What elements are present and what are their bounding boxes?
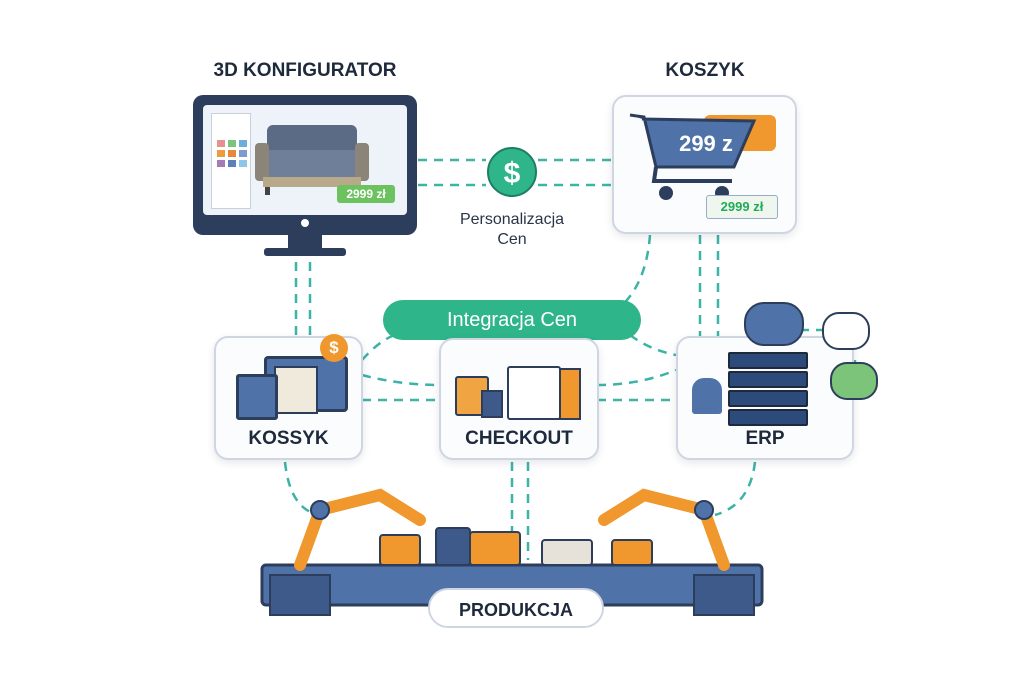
robot-base-left bbox=[269, 574, 331, 616]
connector-cart-to-erp bbox=[698, 235, 720, 336]
connector-cart-to-integration bbox=[599, 234, 652, 322]
connector-checkout-to-erp bbox=[596, 333, 677, 402]
checkout-card: CHECKOUT bbox=[439, 338, 599, 460]
configurator-price-tag: 2999 zł bbox=[337, 185, 395, 203]
monitor-stand bbox=[288, 235, 322, 249]
checkout-label: CHECKOUT bbox=[465, 428, 573, 449]
power-led bbox=[301, 219, 309, 227]
cart-price-tag: 2999 zł bbox=[706, 195, 778, 219]
package bbox=[611, 539, 653, 566]
package bbox=[541, 539, 593, 566]
shopping-bag-icon bbox=[507, 366, 561, 420]
monitor-icon: 2999 zł bbox=[193, 95, 417, 235]
monitor-base bbox=[264, 248, 346, 256]
luggage-icon bbox=[481, 390, 503, 418]
cart-card: 299 z 2999 zł bbox=[612, 95, 797, 234]
configurator-title: 3D KONFIGURATOR bbox=[213, 60, 397, 81]
package bbox=[379, 534, 421, 566]
connector-kossyk-to-production bbox=[283, 461, 321, 517]
monitor-screen: 2999 zł bbox=[203, 105, 407, 215]
options-panel bbox=[211, 113, 251, 209]
settings-cloud-icon bbox=[822, 312, 870, 350]
basket-icon bbox=[236, 374, 278, 420]
green-cloud-icon bbox=[830, 362, 878, 400]
server-rack-icon bbox=[728, 352, 808, 426]
plant-icon bbox=[692, 378, 722, 414]
connector-config-to-kossyk bbox=[294, 262, 312, 336]
shopping-cart-icon bbox=[629, 113, 757, 200]
erp-label: ERP bbox=[745, 428, 785, 449]
dollar-icon: $ bbox=[487, 147, 537, 197]
personalization-label-line2: Cen bbox=[497, 231, 527, 248]
personalization-label-line1: Personalizacja bbox=[459, 211, 565, 228]
sofa-icon bbox=[255, 125, 369, 195]
dollar-badge-icon: $ bbox=[320, 334, 348, 362]
robot-arm-left bbox=[294, 488, 426, 571]
cart-price: 299 z bbox=[679, 131, 733, 156]
production-label: PRODUKCJA bbox=[428, 588, 604, 628]
package bbox=[469, 531, 521, 566]
cloud-icon bbox=[744, 302, 804, 346]
robot-base-right bbox=[693, 574, 755, 616]
kossyk-label: KOSSYK bbox=[248, 428, 329, 449]
connector-erp-to-production bbox=[714, 461, 757, 517]
package bbox=[435, 527, 471, 566]
cart-title: KOSZYK bbox=[665, 60, 745, 81]
robot-arm-right bbox=[598, 488, 730, 571]
personalization-label: Personalizacja Cen bbox=[432, 210, 592, 250]
integration-pill: Integracja Cen bbox=[383, 300, 641, 340]
